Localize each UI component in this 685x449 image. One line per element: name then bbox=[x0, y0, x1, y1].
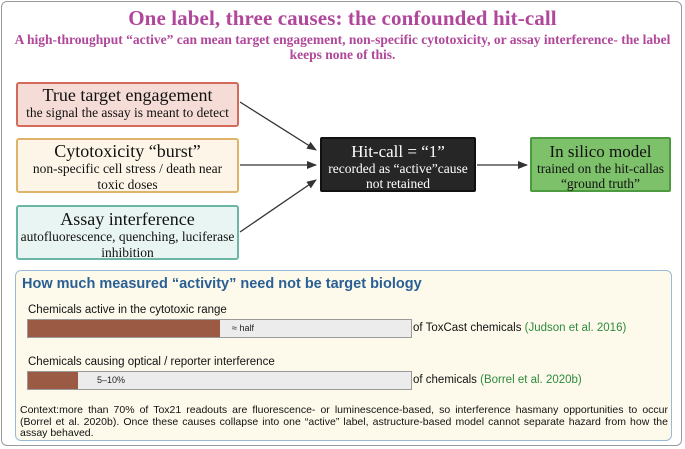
cause-detail: the signal the assay is meant to detect bbox=[26, 105, 229, 120]
hitcall-heading: Hit-call = “1” bbox=[351, 142, 445, 161]
hitcall-detail: recorded as “active”cause not retained bbox=[328, 161, 468, 191]
model-heading: In silico model bbox=[549, 142, 652, 161]
figure-title: One label, three causes: the confounded … bbox=[128, 6, 557, 30]
stat-bar-text: ≈ half bbox=[232, 323, 254, 333]
stat-suffix-interference: of chemicals (Borrel et al. 2020b) bbox=[413, 374, 582, 386]
cause-detail: autofluorescence, quenching, luciferase … bbox=[20, 229, 235, 260]
cause-detail: non-specific cell stress / death near to… bbox=[32, 161, 223, 192]
cause-heading: Cytotoxicity “burst” bbox=[54, 141, 201, 161]
stat-bar-fill bbox=[28, 372, 78, 389]
stat-label-interference: Chemicals causing optical / reporter int… bbox=[28, 356, 275, 368]
panel-title: How much measured “activity” need not be… bbox=[22, 276, 422, 292]
stat-bar-interference: 5–10% bbox=[27, 371, 412, 390]
hitcall-box: Hit-call = “1” recorded as “active”cause… bbox=[320, 137, 476, 192]
stat-suffix-text: of ToxCast chemicals bbox=[413, 322, 522, 334]
stat-label-cytotoxic: Chemicals active in the cytotoxic range bbox=[28, 304, 227, 316]
figure-subtitle: A high-throughput “active” can mean targ… bbox=[14, 32, 671, 62]
stat-bar-fill bbox=[28, 320, 220, 337]
stat-bar-text: 5–10% bbox=[97, 375, 126, 385]
cause-box-assay-interference: Assay interference autofluorescence, que… bbox=[16, 205, 239, 260]
cause-heading: True target engagement bbox=[42, 85, 213, 105]
arrow-interference-to-hitcall bbox=[239, 179, 317, 233]
stat-citation: (Judson et al. 2016) bbox=[524, 322, 627, 334]
context-note: Context:more than 70% of Tox21 readouts … bbox=[20, 404, 668, 439]
activity-panel: How much measured “activity” need not be… bbox=[15, 270, 672, 441]
in-silico-model-box: In silico model trained on the hit-calla… bbox=[530, 137, 671, 192]
cause-heading: Assay interference bbox=[60, 209, 195, 229]
stat-citation: (Borrel et al. 2020b) bbox=[480, 374, 582, 386]
arrow-target-to-hitcall bbox=[239, 101, 317, 151]
stat-suffix-text: of chemicals bbox=[413, 374, 477, 386]
stat-suffix-cytotoxic: of ToxCast chemicals (Judson et al. 2016… bbox=[413, 322, 626, 334]
cause-box-target-engagement: True target engagement the signal the as… bbox=[16, 82, 239, 127]
model-detail: trained on the hit-callas “ground truth” bbox=[536, 161, 665, 191]
cause-box-cytotoxicity: Cytotoxicity “burst” non-specific cell s… bbox=[16, 138, 239, 193]
stat-bar-cytotoxic: ≈ half bbox=[27, 319, 412, 338]
